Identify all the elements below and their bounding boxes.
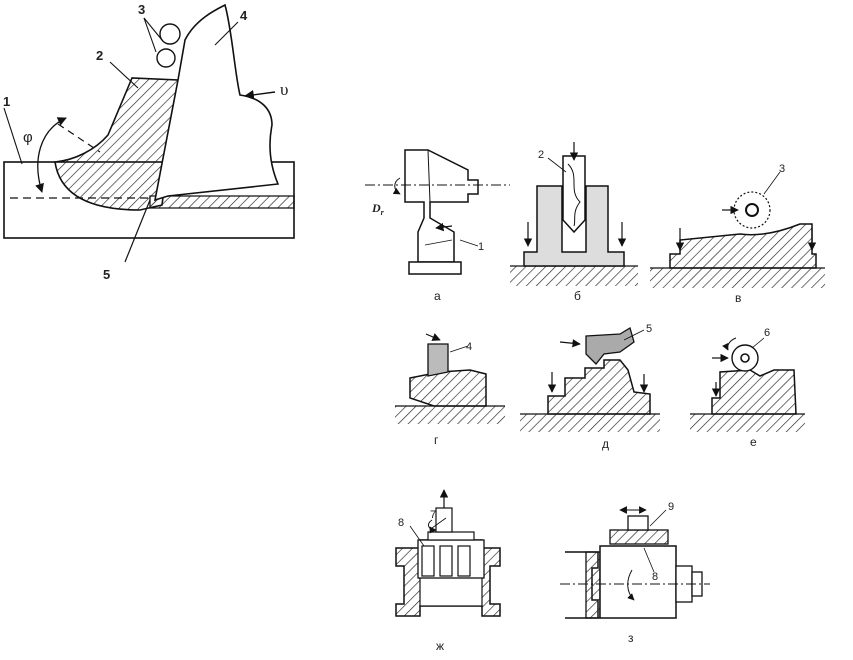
- panel-v-part-number: 3: [779, 163, 785, 175]
- panel-zh-part-number-7: 7: [430, 509, 436, 521]
- label-5: 5: [103, 267, 110, 282]
- panel-b: 2 б: [510, 142, 638, 303]
- label-2: 2: [96, 48, 103, 63]
- contact-circle-upper: [159, 23, 181, 45]
- panel-d: 5 д: [520, 323, 660, 451]
- label-4: 4: [240, 8, 248, 23]
- panel-g-part-number: 4: [466, 341, 472, 353]
- velocity-symbol: υ: [280, 80, 288, 99]
- cutting-scheme-figure: 1 2 3 4 5 φ υ: [3, 2, 295, 282]
- panel-a-d-symbol: Dr: [371, 201, 385, 217]
- panel-zh-part-number-8: 8: [398, 517, 404, 529]
- panel-v: 3 в: [650, 163, 825, 305]
- panel-a-caption: а: [434, 289, 441, 303]
- panel-b-caption: б: [574, 289, 581, 303]
- panel-z-part-number-8: 8: [652, 571, 658, 583]
- panel-z: 9 8 з: [560, 501, 710, 645]
- panel-z-caption: з: [628, 631, 634, 645]
- chip-body: [54, 77, 179, 211]
- contact-circle-lower: [156, 48, 176, 68]
- panel-d-part-number: 5: [646, 323, 652, 335]
- panel-a: 1 Dr а: [365, 149, 510, 303]
- label-3: 3: [138, 2, 145, 17]
- label-1: 1: [3, 94, 10, 109]
- panel-e-part-number: 6: [764, 327, 770, 339]
- panel-g: 4 г: [395, 333, 505, 447]
- panel-zh: 7 8 ж: [395, 489, 501, 653]
- cut-layer: [149, 195, 295, 209]
- panel-e-caption: е: [750, 435, 757, 449]
- panel-z-part-number-9: 9: [668, 501, 674, 513]
- panel-a-part-number: 1: [478, 241, 484, 253]
- panel-d-caption: д: [602, 437, 609, 451]
- cutting-tool: [153, 3, 280, 202]
- panel-g-caption: г: [434, 433, 439, 447]
- panel-v-caption: в: [735, 291, 741, 305]
- panel-b-part-number: 2: [538, 149, 544, 161]
- panel-e: 6 е: [690, 327, 805, 449]
- angle-symbol: φ: [23, 129, 33, 146]
- panel-zh-caption: ж: [436, 639, 444, 653]
